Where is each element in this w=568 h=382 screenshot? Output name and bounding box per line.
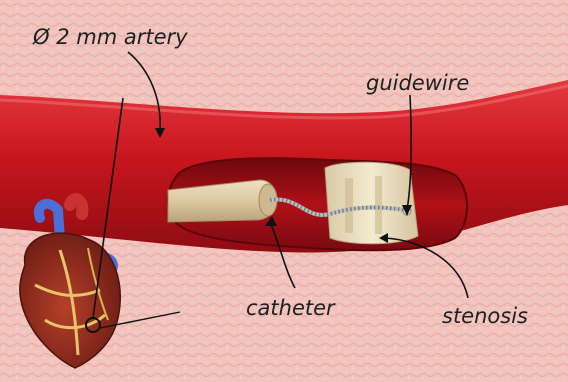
catheter-label: catheter — [246, 296, 336, 320]
stenosis-plaque — [325, 162, 418, 244]
stenosis-label: stenosis — [442, 304, 528, 328]
guidewire-label: guidewire — [366, 71, 469, 95]
artery-label: Ø 2 mm artery — [32, 25, 188, 49]
